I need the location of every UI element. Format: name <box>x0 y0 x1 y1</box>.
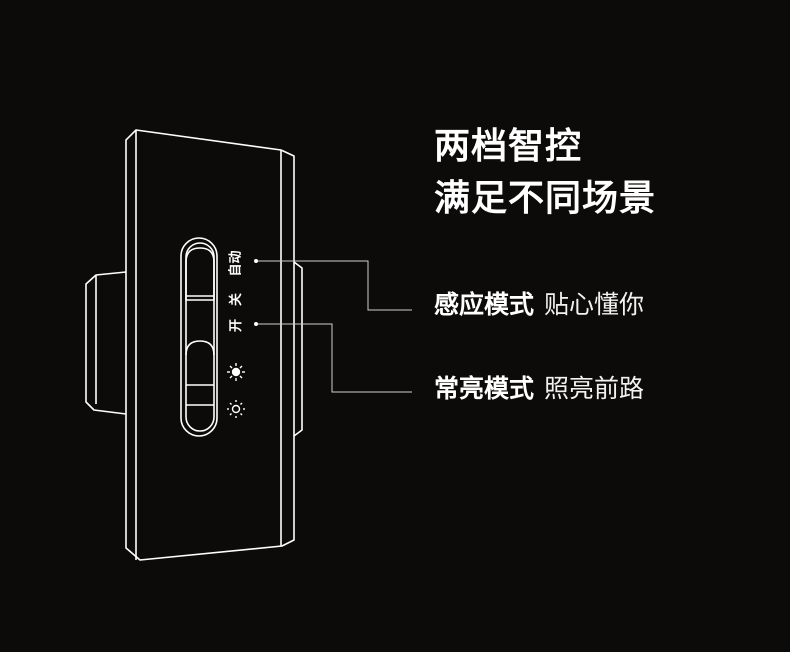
mounting-block <box>85 271 127 415</box>
leader-dot-on <box>254 322 258 326</box>
feature-name: 常亮模式 <box>434 374 535 403</box>
feature-always-on-mode: 常亮模式照亮前路 <box>434 373 644 405</box>
headline-line-2: 满足不同场景 <box>434 178 657 219</box>
slider-knob <box>185 247 215 406</box>
feature-sensor-mode: 感应模式贴心懂你 <box>434 289 644 321</box>
side-rail <box>293 261 303 437</box>
feature-desc: 贴心懂你 <box>544 290 645 319</box>
sun-bright-icon <box>227 363 245 381</box>
leader-dot-auto <box>254 259 258 263</box>
slider-slot <box>180 237 218 437</box>
switch-label-on: 开 <box>229 318 245 333</box>
feature-desc: 照亮前路 <box>544 374 645 403</box>
device-body <box>125 129 295 561</box>
leader-line-on <box>256 323 412 393</box>
sun-dim-icon <box>227 400 245 418</box>
leader-line-auto <box>256 260 412 311</box>
switch-label-off: 关 <box>229 292 245 307</box>
feature-name: 感应模式 <box>434 290 535 319</box>
headline-line-1: 两档智控 <box>434 126 583 167</box>
switch-label-auto: 自动 <box>228 250 244 277</box>
